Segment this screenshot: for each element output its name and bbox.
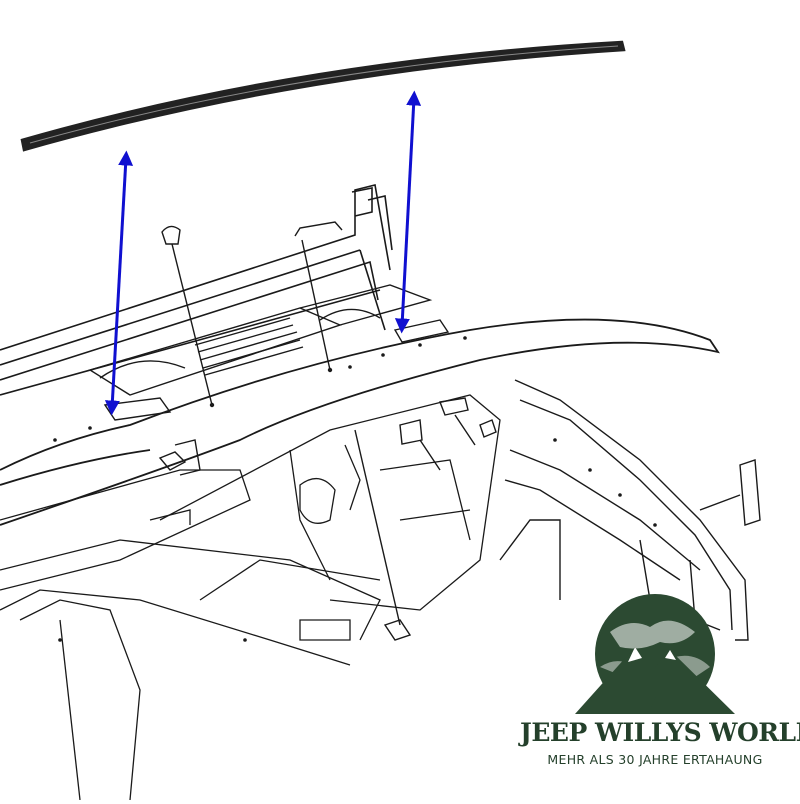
globe-mountain-emblem: [575, 594, 735, 714]
fastener-holes: [53, 336, 657, 642]
right-arrow: [394, 90, 422, 334]
weatherstrip-seal: [20, 40, 626, 152]
hood-panel: [0, 318, 720, 526]
hardware-parts: [103, 221, 761, 641]
windshield-frame: [0, 184, 393, 396]
cowl-vent-grille: [88, 284, 433, 396]
logo-subtitle: MEHR ALS 30 JAHRE ERTAHAUNG: [547, 752, 763, 767]
direction-arrows: [104, 90, 422, 416]
logo-title: JEEP WILLYS WORLD: [520, 718, 800, 747]
brand-logo: JEEP WILLYS WORLD MEHR ALS 30 JAHRE ERTA…: [520, 592, 800, 792]
underhood-structure: [0, 394, 501, 801]
left-arrow: [104, 150, 134, 416]
